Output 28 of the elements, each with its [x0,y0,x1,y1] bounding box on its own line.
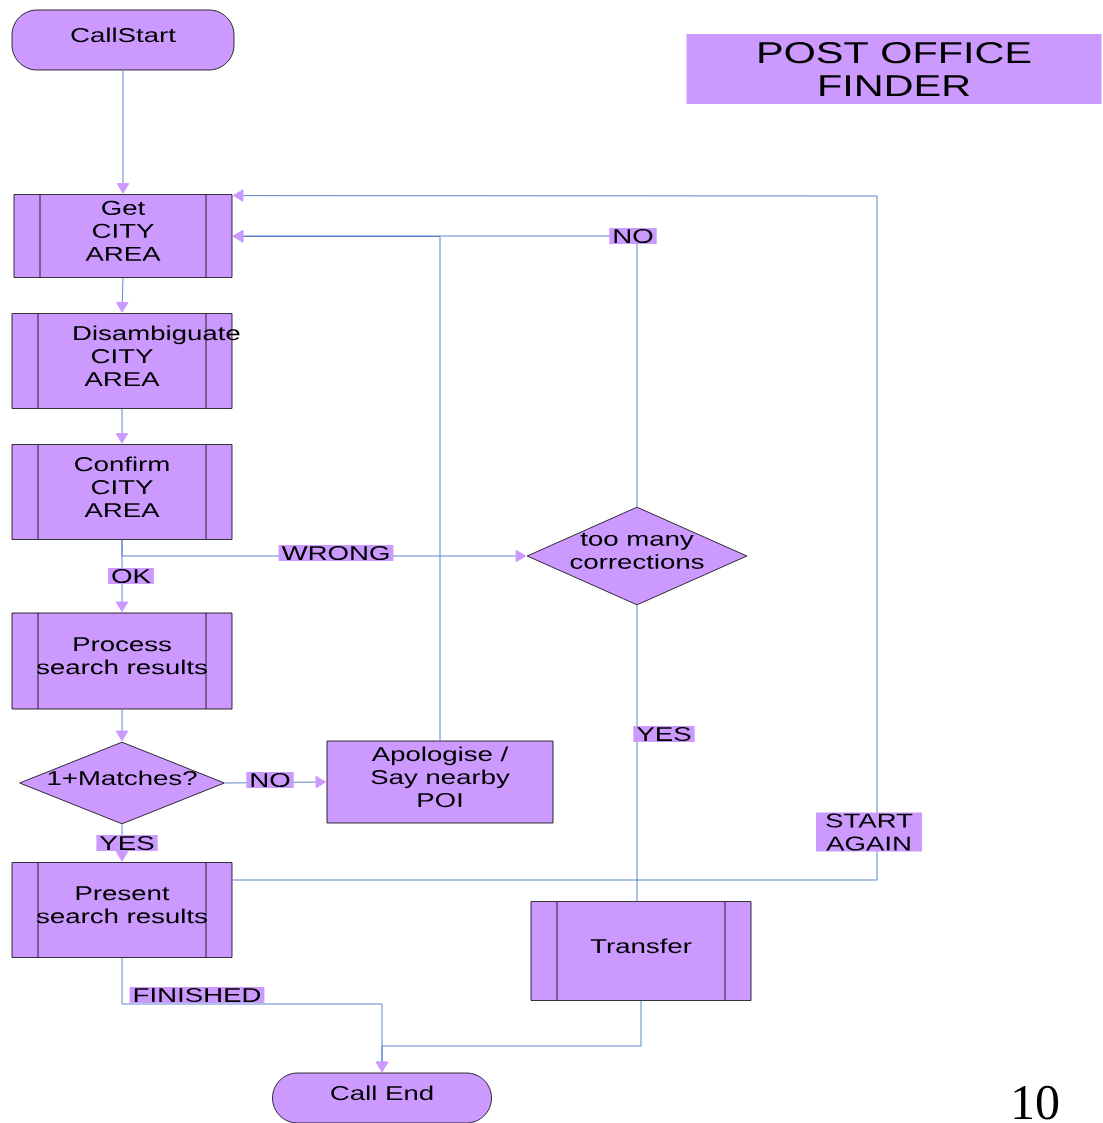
arrow [115,708,129,742]
arrow [116,69,130,194]
arrow [375,1000,642,1073]
title-box: POST OFFICE FINDER [686,34,1102,104]
arrow [231,189,878,881]
process-box: Present search results [11,862,233,958]
process-box: Apologise / Say nearby POI [326,740,554,824]
process-box: Confirm CITY AREA [11,444,233,540]
page-number: 10 [1014,1085,1059,1120]
edge-label: OK [108,567,154,585]
arrow [116,277,129,313]
edge-label: START AGAIN [816,812,922,852]
process-box: Disambiguate CITY AREA [11,313,240,409]
arrow [115,539,129,613]
terminal-box: CallStart [11,9,235,71]
arrow [115,408,129,444]
process-box: Process search results [11,612,233,710]
arrow [232,229,638,508]
arrow [232,230,441,742]
process-box: Get CITY AREA [13,194,233,278]
edge-label: NO [246,771,294,789]
process-box: Transfer [530,901,752,1001]
edge-label: FINISHED [129,986,265,1004]
terminal-box: Call End [272,1072,492,1123]
edge-label: YES [633,725,695,743]
edge-label: NO [609,227,657,245]
edge-label: WRONG [278,544,394,562]
arrow [115,823,129,862]
